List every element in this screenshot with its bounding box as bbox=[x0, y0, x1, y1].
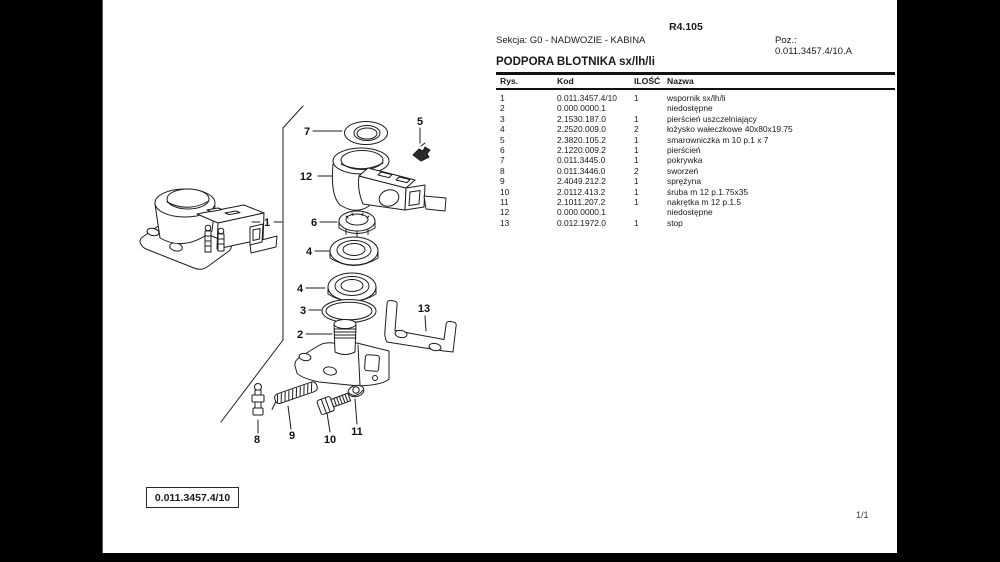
page-indicator: 1/1 bbox=[856, 510, 869, 520]
part-2-base-support bbox=[294, 319, 390, 387]
col-header-rys: Rys. bbox=[500, 76, 519, 86]
catalog-page: R4.105 Sekcja: G0 - NADWOZIE - KABINA Po… bbox=[102, 0, 897, 553]
table-top-rule bbox=[496, 72, 895, 75]
part-4-bearing-upper bbox=[329, 236, 379, 266]
part-11-nut bbox=[347, 384, 365, 398]
part-9-spring bbox=[271, 381, 318, 410]
exploded-diagram: 1 2 3 4 4 5 6 7 8 9 10 11 12 13 bbox=[139, 105, 457, 446]
part-8-pin bbox=[251, 383, 265, 416]
leader-9 bbox=[287, 405, 292, 430]
part-1-support-assembly bbox=[139, 188, 278, 270]
callout-11-label: 11 bbox=[351, 426, 363, 438]
part-7-cover bbox=[344, 121, 388, 145]
part-3-seal-ring bbox=[321, 299, 377, 323]
doc-code: R4.105 bbox=[669, 21, 703, 33]
callout-9-label: 9 bbox=[289, 430, 295, 442]
part-13-stop-bracket bbox=[384, 299, 457, 353]
drawing-ref-box: 0.011.3457.4/10 bbox=[146, 487, 239, 508]
callout-12-label: 12 bbox=[300, 171, 312, 183]
callout-5-label: 5 bbox=[417, 116, 423, 128]
part-10-bolt bbox=[316, 392, 352, 415]
col-header-ilosc: ILOŚĆ bbox=[634, 76, 661, 86]
part-6-nut bbox=[338, 210, 376, 237]
poz-label: Poz.: bbox=[775, 35, 797, 46]
callout-3-label: 3 bbox=[300, 305, 306, 317]
callout-7-label: 7 bbox=[304, 126, 310, 138]
callout-6-label: 6 bbox=[311, 217, 317, 229]
part-12-pivot-casting bbox=[331, 147, 447, 212]
part-5-grease-fitting bbox=[412, 142, 431, 162]
callout-4b-label: 4 bbox=[297, 283, 304, 295]
section-breadcrumb: Sekcja: G0 - NADWOZIE - KABINA bbox=[496, 35, 646, 46]
drawing-ref-value: 0.011.3457.4/10 bbox=[154, 491, 231, 504]
callout-2-label: 2 bbox=[297, 329, 303, 341]
table-header-rule bbox=[496, 88, 895, 90]
callout-13-label: 13 bbox=[418, 303, 430, 315]
axis-centerline bbox=[220, 105, 304, 423]
poz-value: 0.011.3457.4/10.A bbox=[775, 46, 852, 57]
callout-8-label: 8 bbox=[254, 434, 260, 446]
callout-10-label: 10 bbox=[324, 434, 336, 446]
leader-11 bbox=[354, 398, 358, 425]
table-header-row: Rys. Kod ILOŚĆ Nazwa bbox=[496, 76, 895, 86]
leader-13 bbox=[424, 315, 427, 332]
part-4-bearing-lower bbox=[327, 272, 377, 302]
col-header-nazwa: Nazwa bbox=[667, 76, 694, 86]
callout-1-label: 1 bbox=[264, 217, 270, 229]
page-title: PODPORA BLOTNIKA sx/lh/li bbox=[496, 56, 655, 68]
leader-10 bbox=[326, 412, 331, 433]
col-header-kod: Kod bbox=[557, 76, 574, 86]
callout-4a-label: 4 bbox=[306, 246, 313, 258]
